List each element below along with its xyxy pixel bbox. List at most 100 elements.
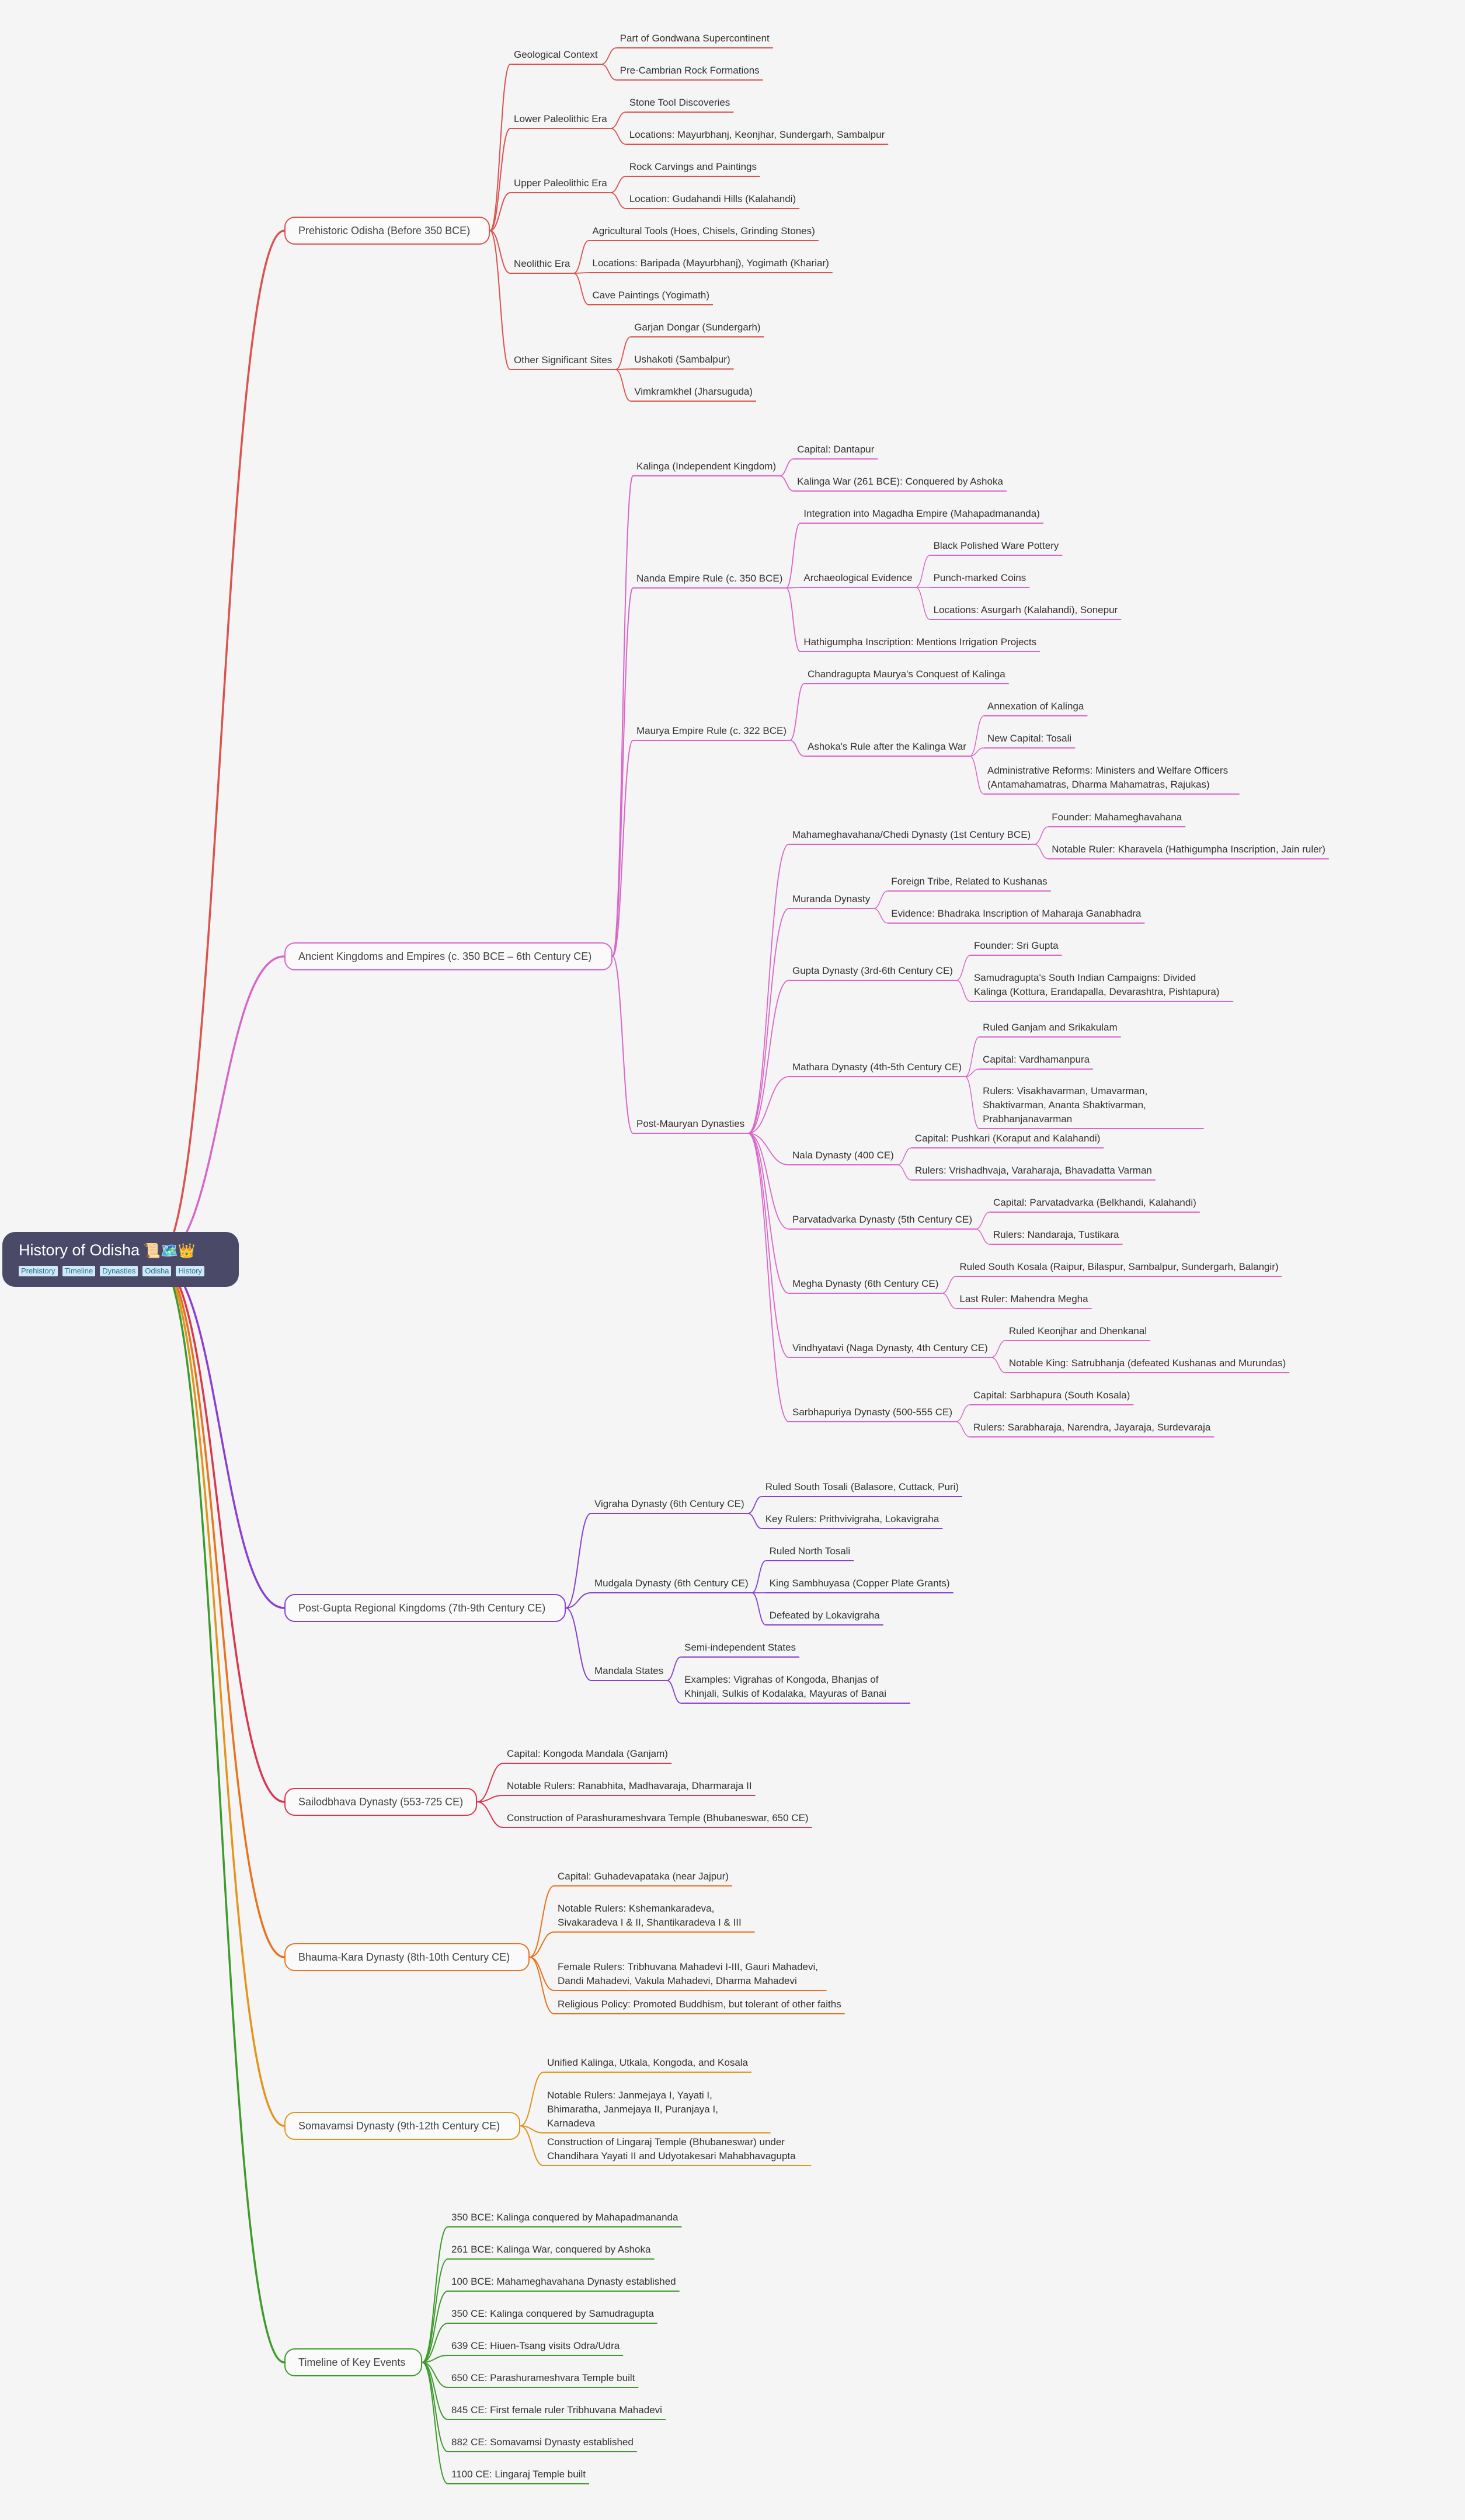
tag-prehistory[interactable]: Prehistory: [19, 1266, 58, 1276]
item-2-1-2[interactable]: Defeated by Lokavigraha: [769, 1610, 880, 1621]
leaf-3-0[interactable]: Capital: Kongoda Mandala (Ganjam): [507, 1748, 668, 1759]
leaf-5-1[interactable]: Notable Rulers: Janmejaya I, Yayati I, B…: [547, 2090, 718, 2129]
group-0-2[interactable]: Upper Paleolithic Era: [514, 177, 607, 189]
detail-4-0[interactable]: Capital: Pushkari (Koraput and Kalahandi…: [914, 1133, 1101, 1144]
leaf-6-1[interactable]: 261 BCE: Kalinga War, conquered by Ashok…: [451, 2244, 651, 2255]
detail-0-0[interactable]: Founder: Mahameghavahana: [1052, 812, 1182, 823]
leaf-6-0[interactable]: 350 BCE: Kalinga conquered by Mahapadman…: [451, 2212, 678, 2223]
sub-1-2-1-0[interactable]: Annexation of Kalinga: [987, 701, 1084, 712]
dynasty-8[interactable]: Sarbhapuriya Dynasty (500-555 CE): [792, 1407, 953, 1418]
branch-node-6[interactable]: Timeline of Key Events: [284, 2348, 422, 2376]
detail-5-1[interactable]: Rulers: Nandaraja, Tustikara: [993, 1229, 1119, 1240]
branch-node-2[interactable]: Post-Gupta Regional Kingdoms (7th-9th Ce…: [284, 1594, 566, 1622]
dynasty-2[interactable]: Gupta Dynasty (3rd-6th Century CE): [792, 965, 953, 976]
branch-node-3[interactable]: Sailodbhava Dynasty (553-725 CE): [284, 1788, 477, 1816]
leaf-4-1[interactable]: Notable Rulers: Kshemankaradeva, Sivakar…: [558, 1903, 742, 1928]
branch-node-5[interactable]: Somavamsi Dynasty (9th-12th Century CE): [284, 2112, 520, 2140]
item-0-0-0[interactable]: Part of Gondwana Supercontinent: [620, 33, 770, 44]
branch-node-0[interactable]: Prehistoric Odisha (Before 350 BCE): [284, 217, 490, 245]
sub-1-1-1-0[interactable]: Black Polished Ware Pottery: [933, 540, 1059, 551]
leaf-6-2[interactable]: 100 BCE: Mahameghavahana Dynasty establi…: [451, 2276, 676, 2287]
branch-node-1[interactable]: Ancient Kingdoms and Empires (c. 350 BCE…: [284, 942, 613, 970]
detail-7-0[interactable]: Ruled Keonjhar and Dhenkanal: [1008, 1325, 1147, 1336]
item-2-0-1[interactable]: Key Rulers: Prithvivigraha, Lokavigraha: [765, 1513, 939, 1524]
leaf-4-0[interactable]: Capital: Guhadevapataka (near Jajpur): [558, 1871, 729, 1882]
root-node[interactable]: History of Odisha📜🗺️👑 Prehistory Timelin…: [2, 1232, 239, 1287]
leaf-3-2[interactable]: Construction of Parashurameshvara Temple…: [507, 1812, 809, 1823]
group-1-1[interactable]: Nanda Empire Rule (c. 350 BCE): [636, 573, 783, 584]
leaf-6-7[interactable]: 882 CE: Somavamsi Dynasty established: [451, 2437, 634, 2448]
group-1-3[interactable]: Post-Mauryan Dynasties: [636, 1118, 745, 1129]
item-1-0-1[interactable]: Kalinga War (261 BCE): Conquered by Asho…: [797, 476, 1003, 487]
item-1-1-2[interactable]: Hathigumpha Inscription: Mentions Irriga…: [803, 636, 1037, 648]
group-2-0[interactable]: Vigraha Dynasty (6th Century CE): [594, 1498, 744, 1509]
item-0-4-2[interactable]: Vimkramkhel (Jharsuguda): [634, 386, 753, 397]
detail-6-1[interactable]: Last Ruler: Mahendra Megha: [959, 1293, 1088, 1304]
group-1-2[interactable]: Maurya Empire Rule (c. 322 BCE): [636, 725, 787, 736]
item-2-0-0[interactable]: Ruled South Tosali (Balasore, Cuttack, P…: [765, 1481, 959, 1492]
item-1-2-1[interactable]: Ashoka's Rule after the Kalinga War: [807, 741, 966, 752]
dynasty-5[interactable]: Parvatadvarka Dynasty (5th Century CE): [792, 1214, 973, 1225]
dynasty-4[interactable]: Nala Dynasty (400 CE): [792, 1150, 894, 1161]
dynasty-3[interactable]: Mathara Dynasty (4th-5th Century CE): [792, 1061, 962, 1073]
leaf-4-2[interactable]: Female Rulers: Tribhuvana Mahadevi I-III…: [558, 1961, 818, 1986]
sub-1-2-1-2[interactable]: Administrative Reforms: Ministers and We…: [987, 765, 1229, 790]
group-0-4[interactable]: Other Significant Sites: [514, 354, 613, 366]
item-0-2-1[interactable]: Location: Gudahandi Hills (Kalahandi): [629, 193, 796, 204]
detail-1-1[interactable]: Evidence: Bhadraka Inscription of Mahara…: [891, 908, 1142, 919]
leaf-6-6[interactable]: 845 CE: First female ruler Tribhuvana Ma…: [451, 2404, 662, 2415]
tag-timeline[interactable]: Timeline: [62, 1266, 96, 1276]
item-1-1-1[interactable]: Archaeological Evidence: [803, 572, 913, 583]
group-0-1[interactable]: Lower Paleolithic Era: [514, 113, 607, 124]
leaf-5-0[interactable]: Unified Kalinga, Utkala, Kongoda, and Ko…: [547, 2057, 749, 2068]
item-1-0-0[interactable]: Capital: Dantapur: [797, 444, 875, 455]
detail-2-0[interactable]: Founder: Sri Gupta: [973, 940, 1059, 951]
sub-1-2-1-1[interactable]: New Capital: Tosali: [987, 733, 1072, 744]
group-2-1[interactable]: Mudgala Dynasty (6th Century CE): [594, 1578, 749, 1589]
item-0-1-1[interactable]: Locations: Mayurbhanj, Keonjhar, Sunderg…: [629, 129, 885, 140]
item-1-2-0[interactable]: Chandragupta Maurya's Conquest of Kaling…: [807, 669, 1005, 680]
detail-1-0[interactable]: Foreign Tribe, Related to Kushanas: [891, 876, 1048, 887]
item-0-0-1[interactable]: Pre-Cambrian Rock Formations: [620, 65, 760, 76]
detail-4-1[interactable]: Rulers: Vrishadhvaja, Varaharaja, Bhavad…: [914, 1165, 1152, 1176]
detail-3-0[interactable]: Ruled Ganjam and Srikakulam: [983, 1022, 1118, 1033]
tag-odisha[interactable]: Odisha: [142, 1266, 172, 1276]
group-0-3[interactable]: Neolithic Era: [514, 258, 570, 269]
item-0-4-1[interactable]: Ushakoti (Sambalpur): [634, 354, 730, 365]
leaf-3-1[interactable]: Notable Rulers: Ranabhita, Madhavaraja, …: [507, 1780, 752, 1791]
item-1-1-0[interactable]: Integration into Magadha Empire (Mahapad…: [803, 508, 1040, 519]
item-0-1-0[interactable]: Stone Tool Discoveries: [629, 97, 730, 108]
item-0-3-1[interactable]: Locations: Baripada (Mayurbhanj), Yogima…: [592, 257, 829, 269]
leaf-6-4[interactable]: 639 CE: Hiuen-Tsang visits Odra/Udra: [451, 2340, 620, 2351]
group-0-0[interactable]: Geological Context: [514, 49, 598, 60]
detail-0-1[interactable]: Notable Ruler: Kharavela (Hathigumpha In…: [1052, 844, 1325, 855]
item-2-2-1[interactable]: Examples: Vigrahas of Kongoda, Bhanjas o…: [684, 1674, 886, 1699]
tag-history[interactable]: History: [176, 1266, 204, 1276]
leaf-4-3[interactable]: Religious Policy: Promoted Buddhism, but…: [558, 1999, 841, 2010]
item-2-2-0[interactable]: Semi-independent States: [684, 1642, 796, 1653]
dynasty-6[interactable]: Megha Dynasty (6th Century CE): [792, 1278, 939, 1289]
leaf-6-3[interactable]: 350 CE: Kalinga conquered by Samudragupt…: [451, 2308, 654, 2319]
branch-node-4[interactable]: Bhauma-Kara Dynasty (8th-10th Century CE…: [284, 1943, 530, 1971]
item-2-1-0[interactable]: Ruled North Tosali: [769, 1546, 851, 1557]
tag-dynasties[interactable]: Dynasties: [100, 1266, 138, 1276]
group-2-2[interactable]: Mandala States: [594, 1665, 664, 1676]
detail-7-1[interactable]: Notable King: Satrubhanja (defeated Kush…: [1008, 1358, 1286, 1369]
item-2-1-1[interactable]: King Sambhuyasa (Copper Plate Grants): [769, 1578, 950, 1589]
dynasty-0[interactable]: Mahameghavahana/Chedi Dynasty (1st Centu…: [792, 829, 1031, 840]
item-0-2-0[interactable]: Rock Carvings and Paintings: [629, 161, 757, 172]
detail-3-2[interactable]: Rulers: Visakhavarman, Umavarman, Shakti…: [983, 1085, 1148, 1125]
sub-1-1-1-2[interactable]: Locations: Asurgarh (Kalahandi), Sonepur: [933, 604, 1118, 615]
group-1-0[interactable]: Kalinga (Independent Kingdom): [636, 461, 777, 472]
leaf-6-5[interactable]: 650 CE: Parashurameshvara Temple built: [451, 2372, 635, 2383]
detail-8-1[interactable]: Rulers: Sarabharaja, Narendra, Jayaraja,…: [973, 1422, 1211, 1433]
detail-6-0[interactable]: Ruled South Kosala (Raipur, Bilaspur, Sa…: [959, 1261, 1279, 1272]
sub-1-1-1-1[interactable]: Punch-marked Coins: [933, 572, 1026, 583]
leaf-5-2[interactable]: Construction of Lingaraj Temple (Bhubane…: [547, 2136, 796, 2162]
leaf-6-8[interactable]: 1100 CE: Lingaraj Temple built: [451, 2469, 586, 2480]
detail-2-1[interactable]: Samudragupta's South Indian Campaigns: D…: [973, 972, 1220, 997]
dynasty-7[interactable]: Vindhyatavi (Naga Dynasty, 4th Century C…: [792, 1342, 988, 1353]
dynasty-1[interactable]: Muranda Dynasty: [792, 893, 871, 904]
item-0-3-0[interactable]: Agricultural Tools (Hoes, Chisels, Grind…: [592, 225, 815, 236]
item-0-4-0[interactable]: Garjan Dongar (Sundergarh): [634, 322, 761, 333]
